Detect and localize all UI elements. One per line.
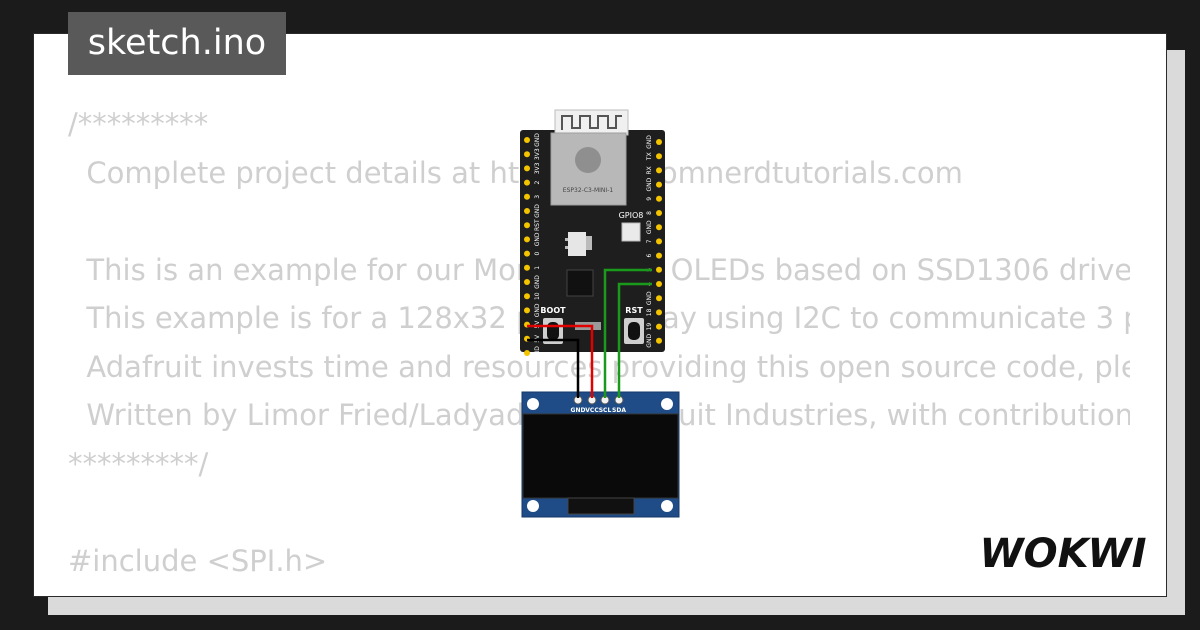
- left-pin-label: GND: [534, 275, 541, 289]
- right-pin[interactable]: [656, 323, 662, 330]
- left-pin-label: 3V3: [534, 162, 541, 174]
- esp32-c3-board[interactable]: ESP32-C3-MINI-1 GPIO8 BOOT RST GND3V33V3…: [520, 109, 665, 360]
- left-pin[interactable]: [524, 151, 530, 158]
- right-pin[interactable]: [656, 295, 662, 302]
- right-pin-label: 19: [646, 323, 653, 331]
- left-pin[interactable]: [524, 293, 530, 300]
- right-pin-label: RX: [646, 166, 653, 174]
- oled-flex-cable: [567, 497, 635, 515]
- left-pin-label: 1: [534, 266, 541, 270]
- left-pin[interactable]: [524, 193, 530, 200]
- left-pin[interactable]: [524, 307, 530, 314]
- right-pin-label: GND: [646, 334, 653, 348]
- code-line: #include <SPI.h>: [68, 543, 328, 578]
- left-pin[interactable]: [524, 137, 530, 143]
- right-pin[interactable]: [656, 195, 662, 202]
- right-pin-label: 8: [646, 211, 653, 215]
- svg-text:WOKWI: WOKWI: [979, 531, 1146, 577]
- left-pin-label: GND: [534, 204, 541, 218]
- wires: [527, 268, 652, 398]
- rst-label: RST: [625, 306, 643, 315]
- voltage-regulator: [568, 232, 586, 256]
- code-line: *********/: [68, 446, 209, 481]
- right-pin[interactable]: [656, 210, 662, 216]
- left-pin-label: GND: [534, 232, 541, 246]
- right-pin[interactable]: [656, 167, 662, 174]
- left-pin[interactable]: [524, 165, 530, 172]
- left-pin-label: 3V3: [534, 148, 541, 160]
- left-pin-label: GND: [534, 133, 541, 147]
- right-pin-label: 18: [646, 308, 653, 316]
- oled-pin-label: GND: [571, 407, 586, 414]
- left-pin[interactable]: [524, 279, 530, 285]
- left-pin[interactable]: [524, 236, 530, 243]
- wokwi-logo: WOKWI: [979, 531, 1146, 577]
- left-pin[interactable]: [524, 350, 530, 356]
- right-pin-label: TX: [646, 152, 653, 161]
- rgb-led: [621, 222, 641, 242]
- left-pin[interactable]: [524, 179, 530, 186]
- antenna: [554, 109, 629, 136]
- left-pin-label: 0: [534, 252, 541, 256]
- right-pin-label: 9: [646, 197, 653, 201]
- right-pin-label: 7: [646, 239, 653, 243]
- right-pin[interactable]: [656, 224, 662, 231]
- oled-screen: [522, 413, 679, 499]
- left-pin[interactable]: [524, 208, 530, 214]
- left-pin-label: 10: [534, 292, 541, 300]
- right-pin[interactable]: [656, 139, 662, 145]
- wire-sda: [617, 282, 652, 398]
- right-pin[interactable]: [656, 266, 662, 273]
- wire-scl: [603, 268, 652, 398]
- right-pin[interactable]: [656, 153, 662, 160]
- right-pin-label: GND: [646, 220, 653, 234]
- right-pin[interactable]: [656, 238, 662, 245]
- wire-vcc: [527, 324, 594, 398]
- led-label: GPIO8: [619, 211, 644, 220]
- boot-label: BOOT: [540, 306, 566, 315]
- antenna-trace: [561, 115, 622, 130]
- left-pin-label: 2: [534, 181, 541, 185]
- left-pin-label: 5V: [534, 320, 541, 329]
- module-label: ESP32-C3-MINI-1: [563, 187, 614, 194]
- right-pin[interactable]: [656, 252, 662, 259]
- file-tab[interactable]: sketch.ino: [68, 12, 286, 75]
- left-pin-label: 5V: [534, 334, 541, 343]
- wire-gnd: [527, 338, 580, 398]
- left-pin[interactable]: [524, 264, 530, 271]
- right-pin-label: GND: [646, 291, 653, 305]
- right-pin[interactable]: [656, 337, 662, 344]
- right-pin-label: 6: [646, 254, 653, 258]
- oled-pin-label: VCC: [585, 407, 599, 414]
- right-pin-label: GND: [646, 135, 653, 149]
- right-pin[interactable]: [656, 181, 662, 188]
- espressif-logo-icon: [575, 147, 601, 173]
- code-line: #include <Wire.h>: [68, 585, 1130, 596]
- left-pin[interactable]: [524, 250, 530, 257]
- right-pin[interactable]: [656, 281, 662, 287]
- right-pin-label: GND: [646, 177, 653, 191]
- left-pin-label: GND: [534, 303, 541, 317]
- left-pin-label: 3: [534, 195, 541, 199]
- left-pin-label: GND: [534, 346, 541, 360]
- left-pin-label: RST: [534, 219, 541, 231]
- usb-chip: [566, 269, 594, 297]
- code-line: /*********: [68, 107, 209, 141]
- oled-pin-label: SDA: [612, 407, 626, 414]
- left-pin[interactable]: [524, 222, 530, 229]
- oled-pin-label: SCL: [599, 407, 612, 414]
- right-pin[interactable]: [656, 309, 662, 316]
